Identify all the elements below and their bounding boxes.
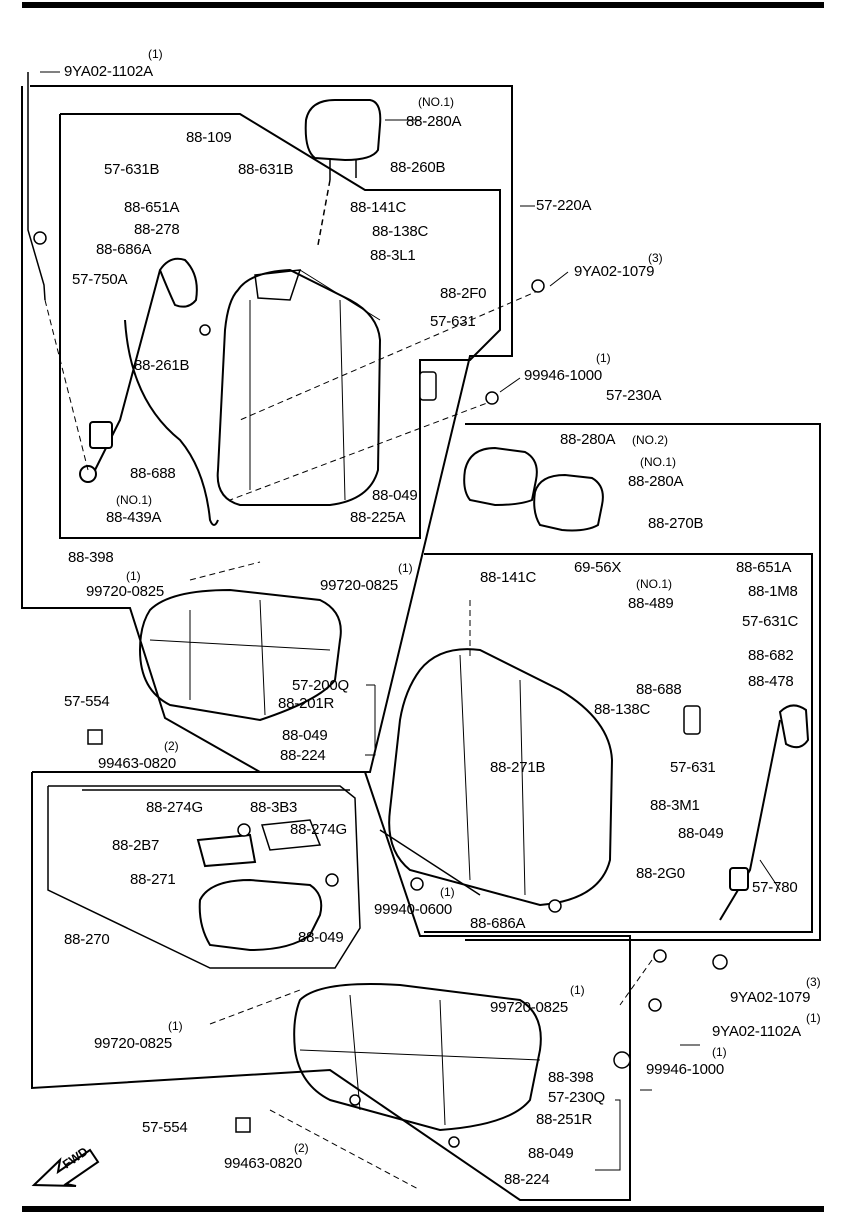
part-88-270b-label: 88-270B (648, 515, 704, 532)
part-9ya02-1079-label: 9YA02-1079 (574, 263, 655, 280)
part-99463-0820-lower-label: 99463-0820 (224, 1155, 303, 1172)
qty-label: (1) (440, 885, 455, 899)
part-88-225a-label: 88-225A (350, 509, 406, 526)
part-88-439a-label: 88-439A (106, 509, 162, 526)
part-88-251r-label: 88-251R (536, 1111, 593, 1128)
qty-label: (1) (126, 569, 141, 583)
part-88-109-label: 88-109 (186, 129, 232, 146)
part-88-3m1-label: 88-3M1 (650, 797, 700, 814)
part-99720-0825-left-label: 99720-0825 (86, 583, 165, 600)
part-88-489-label: 88-489 (628, 595, 674, 612)
part-88-398-lower-label: 88-398 (548, 1069, 594, 1086)
part-88-631b-label: 88-631B (238, 161, 294, 178)
part-88-280a-label: 88-280A (406, 113, 462, 130)
part-99463-0820-label: 99463-0820 (98, 755, 177, 772)
qty-label: (1) (168, 1019, 183, 1033)
part-88-049-label: 88-049 (372, 487, 418, 504)
qty-label: (2) (164, 739, 179, 753)
part-88-270-label: 88-270 (64, 931, 110, 948)
part-57-631c-label: 57-631C (742, 613, 799, 630)
part-88-651a-label: 88-651A (124, 199, 180, 216)
no2-label: (NO.2) (632, 433, 668, 447)
qty-label: (1) (712, 1045, 727, 1059)
part-57-230q-label: 57-230Q (548, 1089, 605, 1106)
part-88-688-right-label: 88-688 (636, 681, 682, 698)
part-9ya02-1102a-lower-label: 9YA02-1102A (712, 1023, 801, 1040)
part-88-398-label: 88-398 (68, 549, 114, 566)
part-88-274g-right-label: 88-274G (290, 821, 347, 838)
part-88-224-label: 88-224 (280, 747, 326, 764)
qty-label: (2) (294, 1141, 309, 1155)
part-88-049-armrest-label: 88-049 (298, 929, 344, 946)
part-88-261b-label: 88-261B (134, 357, 190, 374)
part-57-631b-label: 57-631B (104, 161, 160, 178)
part-88-274g-label: 88-274G (146, 799, 203, 816)
qty-label: (1) (806, 1011, 821, 1025)
part-9ya02-1079-lower-label: 9YA02-1079 (730, 989, 811, 1006)
part-88-271-label: 88-271 (130, 871, 176, 888)
part-57-220a-label: 57-220A (536, 197, 592, 214)
part-57-200q-label: 57-200Q (292, 677, 349, 694)
part-57-750a-label: 57-750A (72, 271, 128, 288)
part-57-554-label: 57-554 (64, 693, 110, 710)
part-99946-1000-lower-label: 99946-1000 (646, 1061, 725, 1078)
part-88-201r-label: 88-201R (278, 695, 335, 712)
qty-label: (1) (148, 47, 163, 61)
part-88-2g0-label: 88-2G0 (636, 865, 685, 882)
part-88-2f0-label: 88-2F0 (440, 285, 487, 302)
part-99720-0825-label: 99720-0825 (320, 577, 399, 594)
part-57-631-label: 57-631 (430, 313, 476, 330)
qty-label: (1) (398, 561, 413, 575)
part-88-682-label: 88-682 (748, 647, 794, 664)
part-99720-0825-lowleft-label: 99720-0825 (94, 1035, 173, 1052)
part-9ya02-1102a-label: 9YA02-1102A (64, 63, 153, 80)
part-99720-0825-lower-label: 99720-0825 (490, 999, 569, 1016)
part-88-3b3-label: 88-3B3 (250, 799, 298, 816)
qty-label: (3) (648, 251, 663, 265)
part-88-049-lower-label: 88-049 (528, 1145, 574, 1162)
part-57-780-label: 57-780 (752, 879, 798, 896)
part-88-2b7-label: 88-2B7 (112, 837, 160, 854)
part-88-1m8-label: 88-1M8 (748, 583, 798, 600)
qty-label: (1) (596, 351, 611, 365)
top-border (22, 2, 824, 8)
part-88-280a-no2-label: 88-280A (560, 431, 616, 448)
part-88-224-lower-label: 88-224 (504, 1171, 550, 1188)
part-88-141c-right-label: 88-141C (480, 569, 537, 586)
part-88-049-right-label: 88-049 (678, 825, 724, 842)
part-99946-1000-label: 99946-1000 (524, 367, 603, 384)
part-88-3l1-label: 88-3L1 (370, 247, 416, 264)
no1-label: (NO.1) (418, 95, 454, 109)
part-57-554-lower-label: 57-554 (142, 1119, 188, 1136)
qty-label: (3) (806, 975, 821, 989)
part-88-271b-label: 88-271B (490, 759, 546, 776)
part-88-651a-right-label: 88-651A (736, 559, 792, 576)
part-88-049-mid-label: 88-049 (282, 727, 328, 744)
part-88-280a-label: 88-280A (628, 473, 684, 490)
qty-label: (1) (570, 983, 585, 997)
part-88-138c-label: 88-138C (372, 223, 429, 240)
part-88-688-label: 88-688 (130, 465, 176, 482)
part-57-230a-label: 57-230A (606, 387, 662, 404)
no1-label: (NO.1) (636, 577, 672, 591)
part-88-686a-label: 88-686A (96, 241, 152, 258)
bottom-border (22, 1206, 824, 1212)
no1-label: (NO.1) (640, 455, 676, 469)
part-88-141c-label: 88-141C (350, 199, 407, 216)
part-88-138c-right-label: 88-138C (594, 701, 651, 718)
no1-label: (NO.1) (116, 493, 152, 507)
part-69-56x-label: 69-56X (574, 559, 622, 576)
part-57-631-right-label: 57-631 (670, 759, 716, 776)
part-88-478-label: 88-478 (748, 673, 794, 690)
part-88-686a-right-label: 88-686A (470, 915, 526, 932)
part-99940-0600-label: 99940-0600 (374, 901, 453, 918)
part-88-260b-label: 88-260B (390, 159, 446, 176)
part-88-278-label: 88-278 (134, 221, 180, 238)
